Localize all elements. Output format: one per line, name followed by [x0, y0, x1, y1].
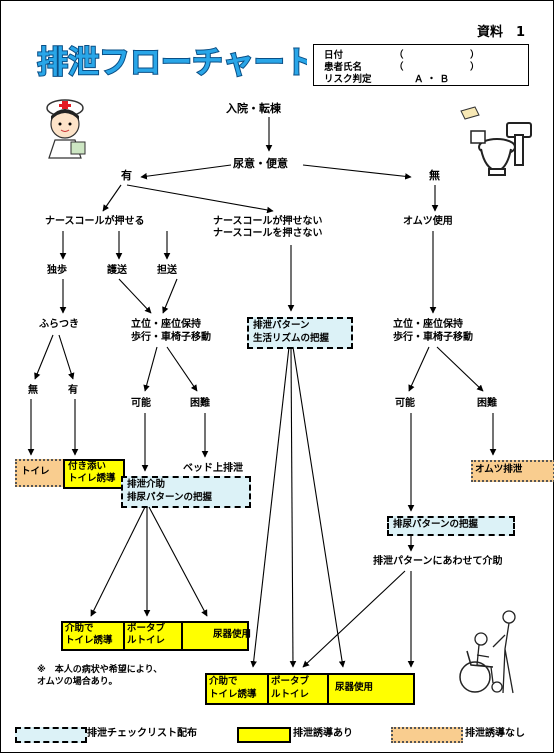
pattern-checklist-box: 排泄パターン 生活リズムの把握 — [247, 317, 353, 349]
opt-urinal-bottom: 尿器使用 — [327, 673, 415, 705]
opt-b-line-1-bottom: ポータブ — [271, 676, 310, 687]
assist-line-2: 排尿パターンの把握 — [127, 492, 213, 503]
opt-portable-toilet-mid: ポータブ ルトイレ — [123, 621, 183, 651]
opt-b-line-1-mid: ポータブ — [127, 623, 166, 634]
independent-node: 独歩 — [47, 265, 67, 276]
admission-node: 入院・転棟 — [226, 102, 281, 115]
opt-urinal-mid: 尿器使用 — [181, 621, 252, 651]
legend-guidance-yes-swatch — [237, 727, 291, 743]
pattern-grasp-box: 排尿パターンの把握 — [387, 516, 515, 536]
opt-portable-toilet-bottom: ポータブ ルトイレ — [267, 673, 329, 705]
opt-toilet-guidance-bottom: 介助で トイレ誘導 — [205, 673, 269, 705]
legend-checklist-swatch — [15, 727, 87, 743]
risk-label: リスク判定 — [324, 74, 372, 85]
posture-node-2: 歩行・車椅子移動 — [131, 332, 211, 343]
arrow-urge-yes — [140, 164, 232, 180]
nurse-illustration — [37, 94, 95, 160]
can-call-node: ナースコールが押せる — [45, 216, 145, 227]
legend-guidance-yes-label: 排泄誘導あり — [293, 728, 353, 739]
urge-no-label: 無 — [429, 169, 440, 182]
opt-toilet-guidance-mid: 介助で トイレ誘導 — [61, 621, 125, 651]
arrow-pattern-opt-b-bottom — [289, 346, 297, 668]
urge-node: 尿意・便意 — [233, 157, 288, 170]
risk-value: Ａ ・ Ｂ — [414, 74, 450, 85]
arrow-unsteady-yes — [58, 334, 75, 380]
pattern-grasp-text: 排尿パターンの把握 — [393, 519, 479, 530]
arrow-posture-possible — [143, 346, 158, 392]
page-title: 排泄フローチャート — [35, 35, 307, 83]
arrow-unsteady-no — [34, 334, 54, 380]
opt-b-line-2-mid: ルトイレ — [127, 635, 166, 646]
posture-right-node-2: 歩行・車椅子移動 — [393, 332, 473, 343]
page-title-text: 排泄フローチャート — [37, 45, 307, 81]
unsteady-yes-label: 有 — [68, 385, 78, 396]
name-label: 患者氏名 — [324, 62, 363, 73]
arrow-assist-opt-c — [148, 506, 208, 617]
note-line-1: ※ 本人の病状や希望により、 — [37, 665, 163, 675]
diaper-excretion-text: オムツ排泄 — [475, 464, 523, 475]
opt-c-text-bottom: 尿器使用 — [335, 682, 374, 693]
legend-guidance-no-label: 排泄誘導なし — [465, 728, 525, 739]
possible-node: 可能 — [131, 398, 151, 409]
opt-a-line-1-mid: 介助で — [65, 623, 94, 634]
unsteady-node: ふらつき — [39, 319, 79, 330]
arrow-posture-right-difficult — [436, 346, 484, 392]
patient-info-box: 日付 （ ） 患者氏名 （ ） リスク判定 Ａ ・ Ｂ — [313, 44, 529, 86]
arrow-assist-opt-a — [90, 506, 146, 617]
legend-checklist-label: 排泄チェックリスト配布 — [87, 728, 197, 739]
toilet-box: トイレ — [15, 459, 65, 487]
pattern-line-2: 生活リズムの把握 — [253, 333, 330, 344]
name-value: （ ） — [394, 62, 480, 73]
possible-right-node: 可能 — [395, 398, 415, 409]
assist-checklist-box: 排泄介助 排尿パターンの把握 — [121, 476, 251, 508]
bed-excretion-node: ベッド上排泄 — [183, 463, 243, 474]
assisted-node: 護送 — [107, 265, 127, 276]
opt-a-line-2-bottom: トイレ誘導 — [209, 689, 257, 700]
arrow-urge-no — [302, 164, 412, 180]
toilet-box-text: トイレ — [21, 466, 50, 477]
date-value: （ ） — [394, 50, 480, 61]
note-line-2: オムツの場合あり。 — [37, 677, 118, 687]
arrow-assisted-posture — [118, 278, 152, 314]
arrow-posture-right-possible — [408, 346, 430, 392]
assist-by-pattern-node: 排泄パターンにあわせて介助 — [373, 556, 503, 567]
cannot-call-node-2: ナースコールを押さない — [213, 228, 323, 239]
legend-guidance-no-swatch — [391, 727, 463, 743]
opt-c-text-mid: 尿器使用 — [213, 629, 252, 640]
arrow-pattern-opt-c-bottom — [292, 346, 346, 668]
escorted-line-1: 付き添い — [68, 461, 107, 472]
opt-b-line-2-bottom: ルトイレ — [271, 689, 310, 700]
posture-node-1: 立位・座位保持 — [131, 319, 201, 330]
difficult-right-node: 困難 — [477, 398, 497, 409]
arrow-pattern-opt-a-bottom — [250, 346, 290, 668]
opt-a-line-1-bottom: 介助で — [209, 676, 238, 687]
arrow-stretcher-posture — [162, 278, 178, 314]
difficult-node: 困難 — [190, 398, 210, 409]
date-label: 日付 — [324, 50, 344, 61]
toilet-illustration — [457, 105, 535, 183]
arrow-yes-can-call — [102, 184, 122, 212]
assist-line-1: 排泄介助 — [127, 479, 166, 490]
arrow-posture-difficult — [166, 346, 198, 392]
unsteady-no-label: 無 — [28, 385, 38, 396]
arrow-assist-pattern-opt-b — [302, 570, 406, 668]
escorted-line-2: トイレ誘導 — [68, 473, 116, 484]
arrow-yes-cannot-call — [126, 184, 274, 214]
stretcher-node: 担送 — [157, 265, 177, 276]
cannot-call-node-1: ナースコールが押せない — [213, 216, 323, 227]
wheelchair-illustration — [453, 609, 533, 695]
diaper-use-node: オムツ使用 — [403, 216, 453, 227]
pattern-line-1: 排泄パターン — [253, 320, 310, 331]
escorted-toilet-box: 付き添い トイレ誘導 — [63, 459, 125, 489]
opt-a-line-2-mid: トイレ誘導 — [65, 635, 113, 646]
urge-yes-label: 有 — [121, 169, 132, 182]
posture-right-node-1: 立位・座位保持 — [393, 319, 463, 330]
doc-label: 資料 1 — [477, 25, 526, 40]
